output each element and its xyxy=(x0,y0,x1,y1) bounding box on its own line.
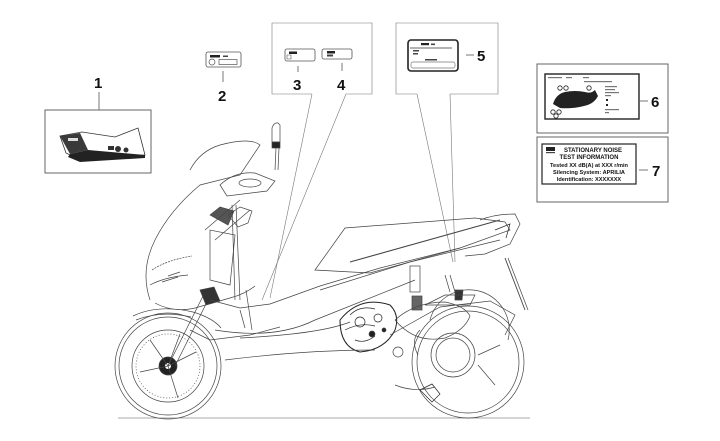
noise-label-line-5: Identification: XXXXXXX xyxy=(557,177,622,183)
brand-logo-icon xyxy=(546,147,555,154)
callout-6[interactable]: 6 xyxy=(536,63,669,134)
noise-label-line-2: TEST INFORMATION xyxy=(560,155,619,161)
brand-mark xyxy=(421,43,429,46)
plate-text xyxy=(413,50,419,52)
brand-mark xyxy=(210,55,220,58)
callout-3[interactable]: 3 xyxy=(284,48,316,94)
callout-number-5: 5 xyxy=(477,48,485,65)
callout-5-frame xyxy=(395,22,499,263)
scooter-drawing xyxy=(114,122,530,420)
engine xyxy=(339,301,471,358)
callout-number-1: 1 xyxy=(94,75,102,92)
plate-field xyxy=(410,61,456,69)
callout-number-2: 2 xyxy=(218,88,226,105)
label-4-plate xyxy=(321,48,353,60)
noise-label-line-1: STATIONARY NOISE xyxy=(564,148,622,154)
callout-number-7: 7 xyxy=(652,163,660,180)
noise-label-line-4: Silencing System: APRILIA xyxy=(553,170,625,176)
plate-text xyxy=(425,59,437,61)
callout-4[interactable]: 4 xyxy=(321,48,353,94)
label-4-sub xyxy=(327,54,333,57)
label-2-bar xyxy=(218,59,238,65)
brand-mark xyxy=(327,51,335,54)
plate-text xyxy=(413,53,418,55)
callout-7[interactable]: STATIONARY NOISE TEST INFORMATION Tested… xyxy=(536,136,669,203)
callout-number-4: 4 xyxy=(337,77,346,94)
label-2-circle xyxy=(208,58,216,66)
brand-suffix xyxy=(223,55,228,57)
scooter-silhouette-icon xyxy=(550,85,598,119)
callout-5[interactable]: 5 xyxy=(407,39,485,72)
noise-label xyxy=(541,143,637,185)
brand-suffix xyxy=(431,43,435,46)
callout-number-6: 6 xyxy=(651,94,659,111)
callout-1[interactable]: 1 xyxy=(44,75,152,174)
label-3-corner xyxy=(286,54,292,60)
callout-number-3: 3 xyxy=(293,77,301,94)
brand-mark xyxy=(289,51,297,54)
callout-2[interactable]: 2 xyxy=(205,51,242,105)
noise-label-line-3: Tested XX dB(A) at XXX r/min xyxy=(550,163,628,169)
callout-3-4-frame xyxy=(261,22,373,301)
rear-wheel xyxy=(411,289,525,419)
manual-book-icon xyxy=(59,127,146,162)
tyre-chart-text xyxy=(548,77,619,114)
